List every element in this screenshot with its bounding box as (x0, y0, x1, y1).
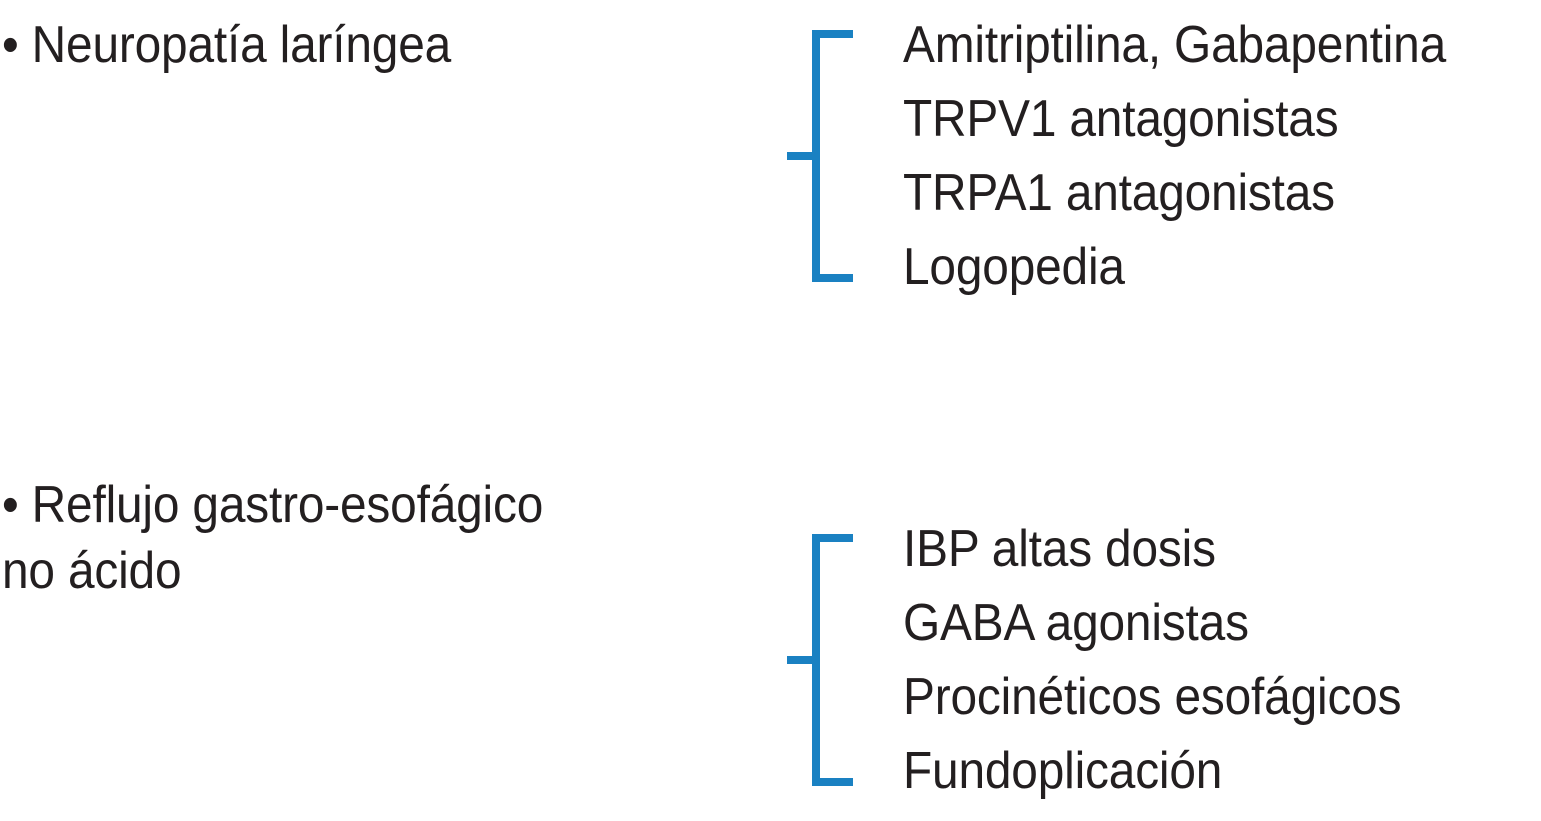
brace-middle-nub (787, 152, 820, 160)
condition-label-neuropatia-laringea: • Neuropatía laríngea (2, 16, 452, 74)
brace-bottom-arm (812, 778, 853, 786)
brace-top-arm (812, 534, 853, 542)
treatment-item: Procinéticos esofágicos (903, 668, 1402, 726)
left-curly-brace-icon (786, 512, 856, 804)
treatment-item: IBP altas dosis (903, 520, 1216, 578)
treatment-item: Amitriptilina, Gabapentina (903, 16, 1447, 74)
condition-label-reflujo-gastro-esofagico-no-acido: • Reflujo gastro-esofágico no ácido (2, 476, 544, 600)
left-curly-brace-icon (786, 8, 856, 300)
treatment-item: TRPV1 antagonistas (903, 90, 1339, 148)
brace-top-arm (812, 30, 853, 38)
treatment-item: Logopedia (903, 238, 1125, 296)
treatment-list-reflujo-gastro-esofagico-no-acido: IBP altas dosis GABA agonistas Procinéti… (903, 512, 1445, 808)
brace-middle-nub (787, 656, 820, 664)
brace-bottom-arm (812, 274, 853, 282)
treatment-list-neuropatia-laringea: Amitriptilina, Gabapentina TRPV1 antagon… (903, 8, 1493, 304)
treatment-item: GABA agonistas (903, 594, 1249, 652)
treatment-item: Fundoplicación (903, 742, 1223, 800)
treatment-item: TRPA1 antagonistas (903, 164, 1335, 222)
